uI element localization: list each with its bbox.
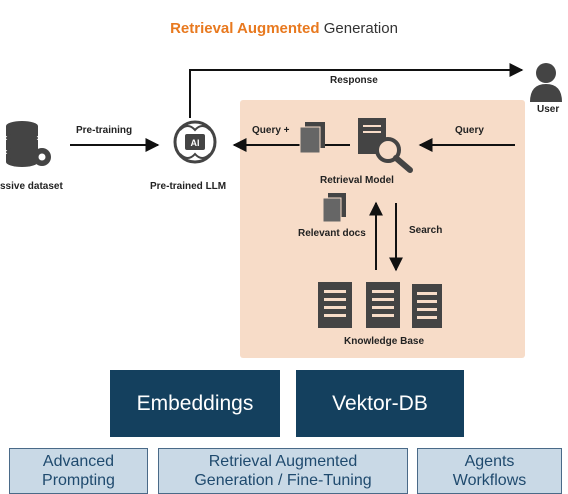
ai-chip-text: AI <box>191 138 200 148</box>
relevant-docs-label: Relevant docs <box>298 228 366 239</box>
query-plus-label: Query + <box>252 125 290 136</box>
title-accent: Retrieval Augmented <box>170 20 320 37</box>
knowledge-base-label: Knowledge Base <box>344 336 425 347</box>
pretraining-label: Pre-training <box>76 125 133 136</box>
llm-label: Pre-trained LLM <box>150 181 227 192</box>
embeddings-box: Embeddings <box>110 370 280 437</box>
user-label: User <box>537 104 560 115</box>
advanced-prompting-box: Advanced Prompting <box>9 448 148 494</box>
database-icon <box>6 121 51 167</box>
document-icon <box>299 122 325 154</box>
advanced-prompting-line2: Prompting <box>42 472 115 489</box>
agents-workflows-box: Agents Workflows <box>417 448 562 494</box>
diagram-title: Retrieval Augmented Generation <box>0 20 568 37</box>
rag-finetuning-box: Retrieval Augmented Generation / Fine-Tu… <box>158 448 408 494</box>
advanced-prompting-line1: Advanced <box>42 453 115 470</box>
dataset-label: ssive dataset <box>0 181 63 192</box>
rag-finetuning-line2: Generation / Fine-Tuning <box>194 472 372 489</box>
magnifier-icon <box>358 118 413 173</box>
retrieval-model-label: Retrieval Model <box>320 175 394 186</box>
search-label: Search <box>409 225 443 236</box>
brain-ai-icon: AI <box>173 120 217 164</box>
knowledge-base-icon <box>318 282 442 328</box>
vektor-db-box: Vektor-DB <box>296 370 464 437</box>
query-label: Query <box>455 125 484 136</box>
response-label: Response <box>330 75 378 86</box>
response-arrow <box>189 63 524 118</box>
rag-finetuning-line1: Retrieval Augmented <box>208 453 358 470</box>
agents-workflows-line1: Agents <box>464 453 515 470</box>
relevant-docs-icon <box>322 193 346 223</box>
title-rest: Generation <box>323 20 398 37</box>
user-icon <box>530 63 562 102</box>
agents-workflows-line2: Workflows <box>452 472 527 489</box>
